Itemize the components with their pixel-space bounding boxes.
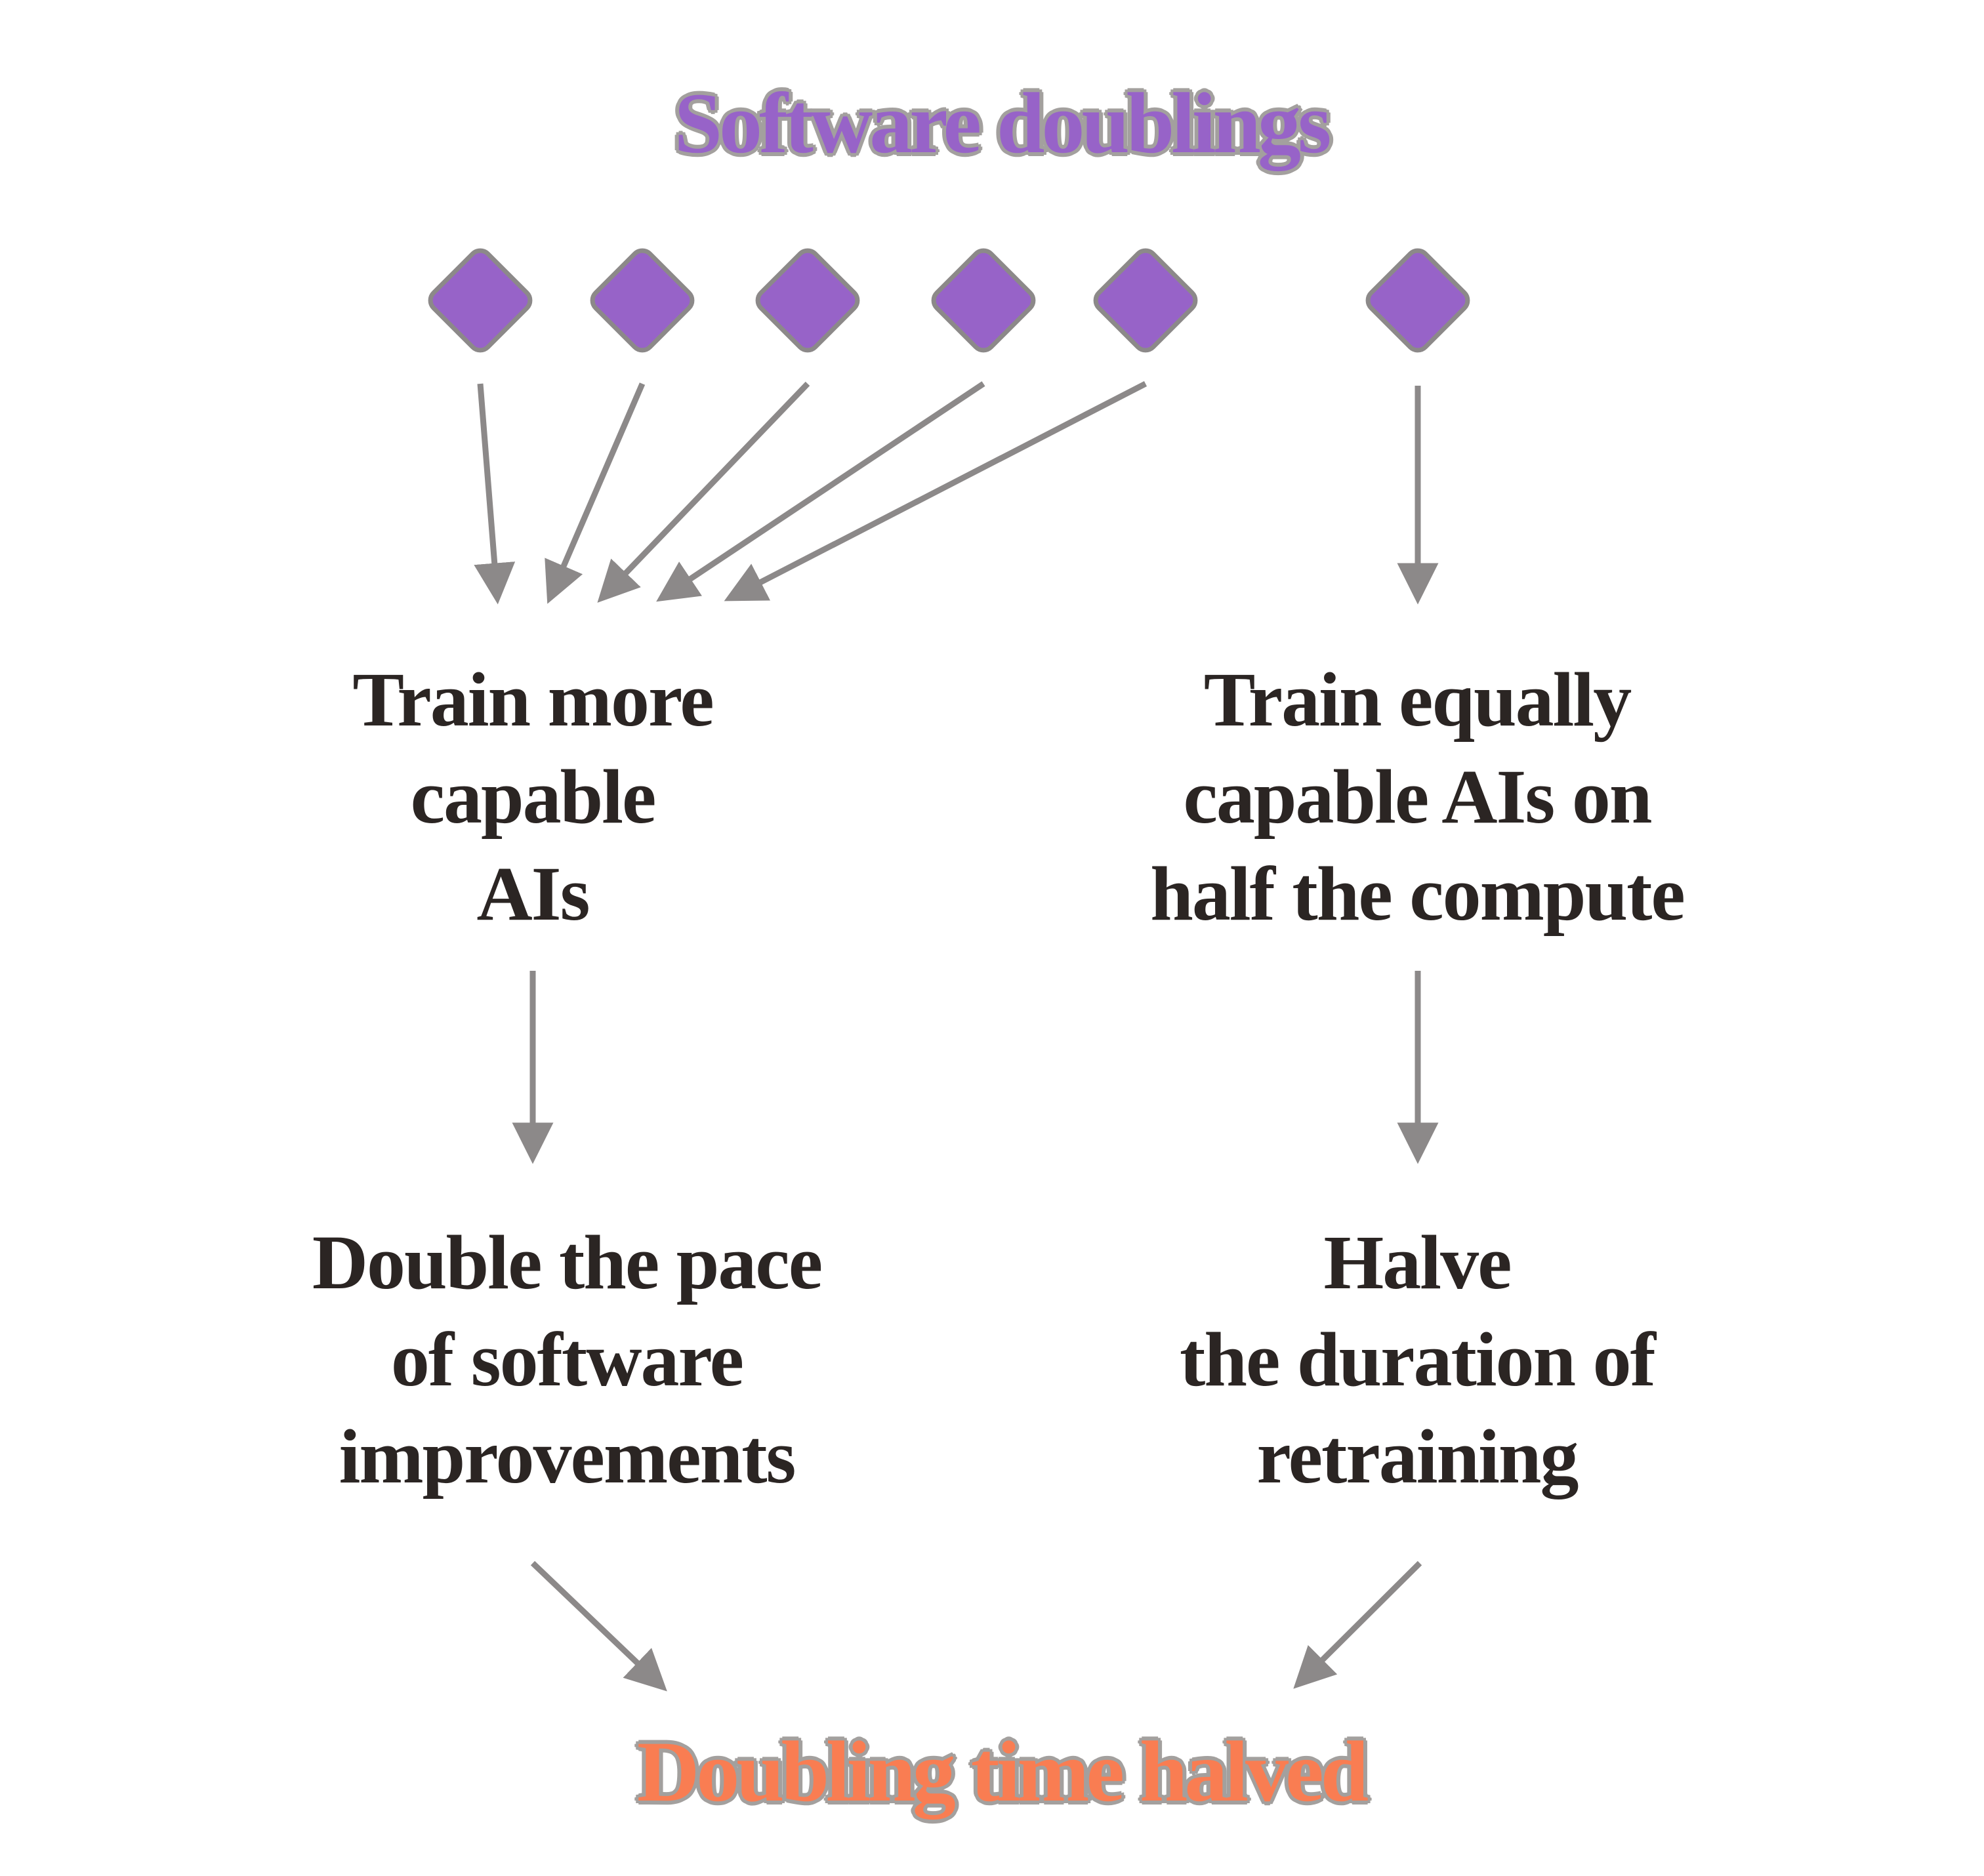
node-train-more-capable-ais: Train more capable AIs xyxy=(139,651,926,943)
node-line: of software xyxy=(390,1316,744,1402)
arrow-diamond1-to-train-more xyxy=(474,383,516,605)
node-halve-duration-retraining: Halve the duration of retraining xyxy=(1023,1214,1811,1505)
node-line: Train equally xyxy=(1203,657,1632,743)
arrow-double-pace-to-doubling-time xyxy=(530,1560,667,1692)
node-line: Double the pace xyxy=(312,1219,823,1305)
node-line: Halve xyxy=(1323,1219,1512,1305)
node-train-equally-capable-ais: Train equally capable AIs on half the co… xyxy=(1023,651,1811,943)
node-line: capable xyxy=(410,754,657,840)
node-line: the duration of xyxy=(1180,1316,1656,1402)
arrow-diamond2-to-train-more xyxy=(545,382,646,604)
arrow-halve-duration-to-doubling-time xyxy=(1293,1560,1422,1689)
software-doublings-title: Software doublings xyxy=(674,75,1332,171)
node-line: AIs xyxy=(476,851,590,937)
arrow-diamond3-to-train-more xyxy=(597,381,810,603)
arrow-diamond4-to-train-more xyxy=(656,381,985,602)
node-line: retraining xyxy=(1256,1414,1579,1499)
node-line: improvements xyxy=(339,1414,796,1499)
node-line: half the compute xyxy=(1150,851,1685,937)
node-double-pace-software-improvements: Double the pace of software improvements xyxy=(173,1214,961,1505)
node-line: Train more xyxy=(352,657,714,743)
node-line: capable AIs on xyxy=(1183,754,1653,840)
doubling-time-halved-title: Doubling time halved xyxy=(636,1723,1369,1820)
arrow-diamond5-to-train-more xyxy=(724,381,1147,602)
